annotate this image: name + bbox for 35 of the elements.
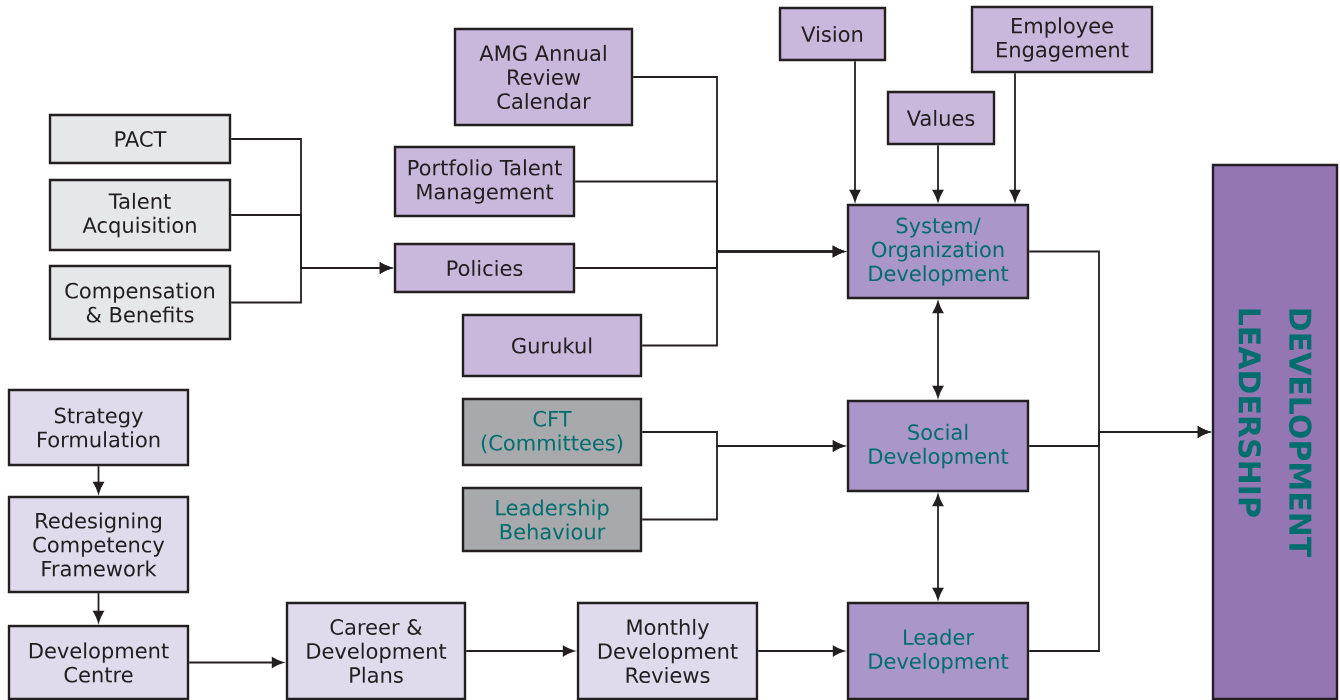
process-box: System/ Organization Development [846, 203, 1030, 300]
arrow [1028, 426, 1210, 652]
process-box: AMG Annual Review Calendar [453, 27, 634, 127]
process-box: Portfolio Talent Management [393, 145, 576, 218]
arrow [230, 262, 392, 304]
arrow [188, 657, 284, 668]
process-box: Talent Acquisition [48, 178, 232, 252]
arrow [93, 465, 104, 494]
arrow [932, 144, 944, 202]
arrow [932, 301, 944, 398]
arrow [849, 60, 861, 202]
process-box: Values [886, 90, 996, 146]
arrow [757, 645, 845, 657]
arrow [1009, 72, 1021, 202]
process-box: Vision [778, 6, 887, 62]
title-bar: LEADERSHIP DEVELOPMENT [1211, 163, 1339, 700]
arrow [641, 440, 845, 521]
process-box: Employee Engagement [970, 5, 1154, 74]
process-box: Development Centre [7, 624, 190, 700]
process-box: Leadership Behaviour [461, 486, 643, 553]
arrow [93, 592, 104, 623]
arrow [465, 645, 575, 657]
arrow [932, 494, 944, 600]
process-box: Strategy Formulation [7, 388, 190, 467]
process-box: Social Development [846, 399, 1030, 493]
process-box: Career & Development Plans [285, 601, 467, 700]
process-box: Leader Development [846, 601, 1030, 700]
process-box: CFT (Committees) [461, 397, 643, 467]
process-box: PACT [48, 113, 232, 165]
process-box: Redesigning Competency Framework [7, 495, 190, 594]
process-box: Compensation & Benefits [48, 264, 232, 341]
arrow [641, 246, 845, 347]
process-box: Gurukul [461, 313, 643, 378]
process-box: Policies [393, 242, 576, 294]
process-box: Monthly Development Reviews [576, 601, 759, 700]
